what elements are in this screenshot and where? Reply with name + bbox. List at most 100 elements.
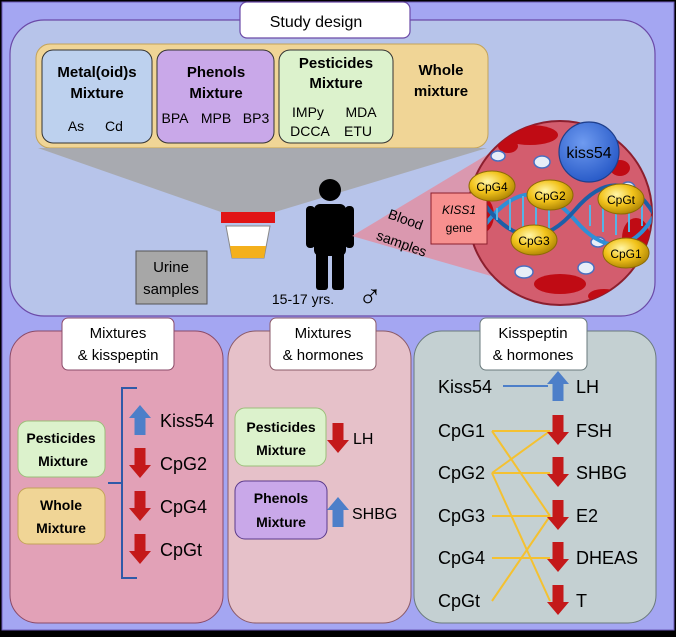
urine-samples-label-2: samples (143, 281, 199, 298)
blood-beam (352, 150, 505, 280)
mid-pesticides-2: Mixture (256, 442, 306, 458)
metal-item-cd: Cd (105, 118, 123, 134)
mid-lh-down-arrow (327, 423, 349, 453)
cpg3-ball (510, 224, 558, 256)
panel-mixtures-hormones (227, 330, 412, 624)
panel-left-title-1: Mixtures (90, 325, 147, 342)
right-exposure-label-4: CpG4 (438, 548, 485, 568)
right-outcome-label-3: E2 (576, 506, 598, 526)
study-design-title-box (239, 1, 411, 39)
mid-phenols-2: Mixture (256, 514, 306, 530)
mid-shbg-arrow (327, 497, 349, 527)
left-outcome-down-arrow-1 (129, 448, 151, 478)
mid-shbg-label: SHBG (352, 506, 397, 523)
panel-right-title-2: & hormones (493, 347, 574, 364)
cpgt-ball (597, 183, 645, 215)
metals-title-1: Metal(oid)s (57, 64, 136, 81)
right-outcome-label-4: DHEAS (576, 548, 638, 568)
phenols-title-1: Phenols (187, 64, 245, 81)
phenols-title-2: Mixture (189, 85, 242, 102)
panel-right-title-1: Kisspeptin (498, 325, 567, 342)
pesticide-item-impy: IMPy (292, 104, 324, 120)
left-outcome-down-arrow-3 (129, 534, 151, 564)
panel-left-title-2: & kisspeptin (78, 347, 159, 364)
kiss1-gene-word: gene (446, 221, 473, 235)
whole-mixture-title-1: Whole (419, 62, 464, 79)
mid-lh-arrow (327, 423, 349, 453)
pesticides-title-1: Pesticides (299, 55, 373, 72)
right-link-lines (491, 385, 551, 602)
kiss54-sphere (558, 121, 620, 183)
left-outcome-up-arrow-0 (129, 405, 151, 435)
metal-item-as: As (68, 118, 84, 134)
urine-samples-box (135, 250, 208, 305)
right-outcome-label-2: SHBG (576, 463, 627, 483)
cpg2-ball (526, 179, 574, 211)
left-whole-box (17, 487, 106, 545)
left-pesticides-1: Pesticides (26, 430, 95, 446)
age-label: 15-17 yrs. (272, 291, 334, 307)
pesticides-title-2: Mixture (309, 75, 362, 92)
kiss1-gene-name: KISS1 (442, 203, 476, 217)
left-whole-1: Whole (40, 497, 82, 513)
mid-shbg-up-arrow (327, 497, 349, 527)
left-outcome-label-2: CpG4 (160, 497, 207, 517)
urine-samples-label-1: Urine (153, 259, 189, 276)
panel-right-title-box (479, 317, 588, 371)
phenols-mixture-box (156, 49, 275, 144)
left-outcome-label-0: Kiss54 (160, 411, 214, 431)
cpg3-ball-label: CpG3 (518, 234, 550, 248)
kiss1-gene-box (430, 192, 488, 245)
right-outcome-up-arrow-0 (547, 371, 569, 401)
cpgt-ball-label: CpGt (607, 193, 636, 207)
pesticides-mixture-box (278, 49, 394, 144)
right-link-line-2 (491, 430, 551, 474)
study-design-title: Study design (270, 14, 363, 31)
right-exposure-label-0: Kiss54 (438, 377, 492, 397)
left-outcome-label-3: CpGt (160, 540, 202, 560)
right-outcome-down-arrow-2 (547, 457, 569, 487)
right-outcome-label-0: LH (576, 377, 599, 397)
cpg1-ball-label: CpG1 (610, 247, 642, 261)
whole-mixture-title-2: mixture (414, 83, 468, 100)
right-exposure-label-2: CpG2 (438, 463, 485, 483)
pesticide-item-mda: MDA (345, 104, 377, 120)
panel-left-title-box (61, 317, 175, 371)
urine-fill (230, 246, 266, 258)
left-whole-2: Mixture (36, 520, 86, 536)
metals-mixture-box (41, 49, 153, 144)
cpg1-ball (602, 237, 650, 269)
urine-cup-lid (221, 212, 275, 223)
panel-mid-title-1: Mixtures (295, 325, 352, 342)
metals-title-2: Mixture (70, 85, 123, 102)
right-link-line-7 (491, 515, 551, 602)
left-pesticides-box (17, 420, 106, 478)
mid-lh-label: LH (353, 431, 373, 448)
funnel-shape (38, 148, 487, 212)
phenol-item-bpa: BPA (162, 110, 190, 126)
pesticide-item-dcca: DCCA (290, 123, 330, 139)
phenol-item-mpb: MPB (201, 110, 231, 126)
right-outcome-label-5: T (576, 591, 587, 611)
pesticide-item-etu: ETU (344, 123, 372, 139)
cpg4-ball (468, 170, 516, 202)
cpg2-ball-label: CpG2 (534, 189, 566, 203)
mid-phenols-1: Phenols (254, 490, 309, 506)
right-exposure-label-1: CpG1 (438, 421, 485, 441)
mid-pesticides-box (234, 407, 327, 467)
right-outcome-label-1: FSH (576, 421, 612, 441)
panel-mid-title-2: & hormones (283, 347, 364, 364)
person-icon (306, 179, 354, 290)
right-exposure-label-3: CpG3 (438, 506, 485, 526)
phenol-item-bp3: BP3 (243, 110, 270, 126)
left-pesticides-2: Mixture (38, 453, 88, 469)
right-link-line-4 (491, 472, 551, 602)
right-outcome-down-arrow-4 (547, 542, 569, 572)
left-outcome-label-1: CpG2 (160, 454, 207, 474)
right-outcome-down-arrow-1 (547, 415, 569, 445)
